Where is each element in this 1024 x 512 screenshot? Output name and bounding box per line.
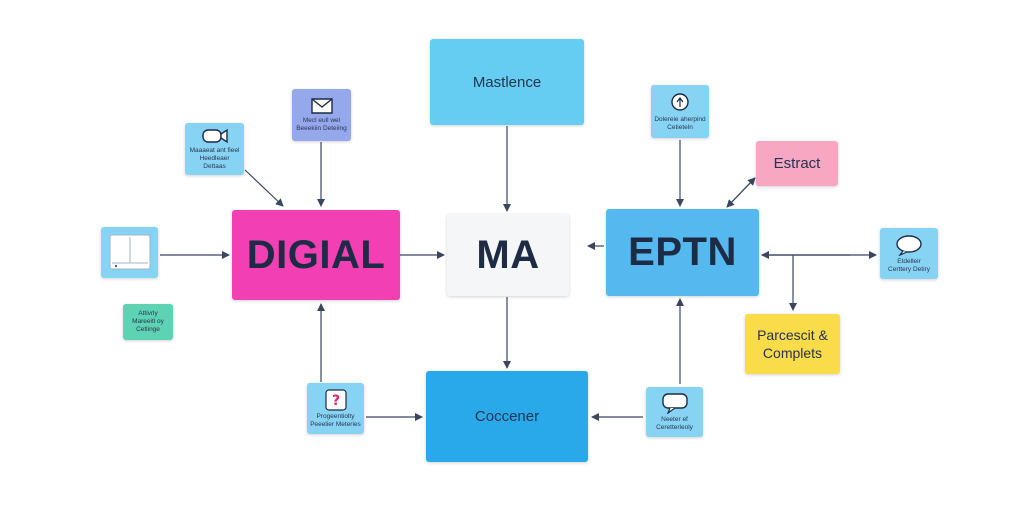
- node-video-label-line2: Heedleaer Dettaas: [199, 155, 230, 170]
- node-ma-label: MA: [476, 232, 540, 277]
- node-question-label-line1: Progeentiolty: [316, 412, 355, 420]
- node-bulb-label-line2: Cetieteln: [667, 123, 693, 131]
- paper-plane-icon: [310, 98, 333, 114]
- edge-estract-to-eptn: [726, 180, 753, 208]
- node-coccener-label: Coccener: [474, 408, 540, 425]
- node-chat-label-line2: Ceretterleoly: [656, 424, 693, 431]
- node-chat[interactable]: Neeter ef Ceretterleoly: [646, 387, 703, 437]
- node-digial[interactable]: DIGIAL: [232, 210, 400, 300]
- node-green[interactable]: Attivrly Mareeitl oy Cetlinge: [123, 304, 173, 340]
- node-question[interactable]: ? Progeentiolty Peeelier Meteries: [307, 383, 364, 434]
- question-icon: ?: [324, 388, 347, 411]
- node-parcescit-label-line2: Complets: [762, 345, 823, 361]
- edge-eptn-to-estract: [727, 177, 756, 207]
- node-estract[interactable]: Estract: [756, 141, 838, 186]
- node-bulb-label-line1: Dolereie aherpind: [654, 115, 706, 123]
- node-bulb[interactable]: Dolereie aherpind Cetieteln: [651, 85, 709, 138]
- panel-layout-icon: [109, 234, 150, 269]
- node-green-label-line2: Mareeitl oy: [132, 318, 164, 325]
- node-mastlence[interactable]: Mastlence: [430, 39, 584, 125]
- video-camera-icon: [201, 128, 228, 144]
- node-eptn[interactable]: EPTN: [606, 209, 759, 296]
- node-right-icon-label-line2: Certtery Detiry: [888, 265, 930, 273]
- node-parcescit[interactable]: Parcescit & Complets: [745, 314, 840, 374]
- node-chat-label-line1: Neeter ef: [661, 416, 688, 423]
- node-panel[interactable]: [101, 227, 158, 278]
- node-right-icon[interactable]: Etdelleir Certtery Detiry: [880, 228, 938, 279]
- node-mail-label-line2: Beeekiin Deteiing: [296, 125, 347, 132]
- node-video-label-line1: Maaaeat ant fieel: [189, 147, 240, 154]
- edge-video-to-digial: [244, 169, 284, 207]
- node-parcescit-label-line1: Parcescit &: [757, 327, 828, 343]
- node-coccener[interactable]: Coccener: [426, 371, 588, 462]
- speech-bubble-icon: [661, 393, 688, 414]
- node-mail[interactable]: Mecl eull wel Beeekiin Deteiing: [292, 89, 351, 141]
- node-video[interactable]: Maaaeat ant fieel Heedleaer Dettaas: [185, 123, 244, 175]
- node-mastlence-label: Mastlence: [472, 73, 542, 91]
- node-eptn-label: EPTN: [628, 230, 737, 274]
- node-right-icon-label-line1: Etdelleir: [897, 257, 921, 265]
- node-ma[interactable]: MA: [447, 214, 569, 296]
- node-digial-label: DIGIAL: [246, 232, 386, 277]
- node-green-label-line1: Attivrly: [138, 310, 158, 317]
- node-green-label-line3: Cetlinge: [136, 326, 160, 333]
- node-mail-label-line1: Mecl eull wel: [302, 117, 341, 124]
- lightbulb-icon: [671, 92, 689, 111]
- node-estract-label: Estract: [773, 155, 821, 172]
- chat-bubble-icon: [896, 234, 922, 256]
- svg-text:?: ?: [331, 393, 339, 409]
- node-question-label-line2: Peeelier Meteries: [310, 420, 361, 428]
